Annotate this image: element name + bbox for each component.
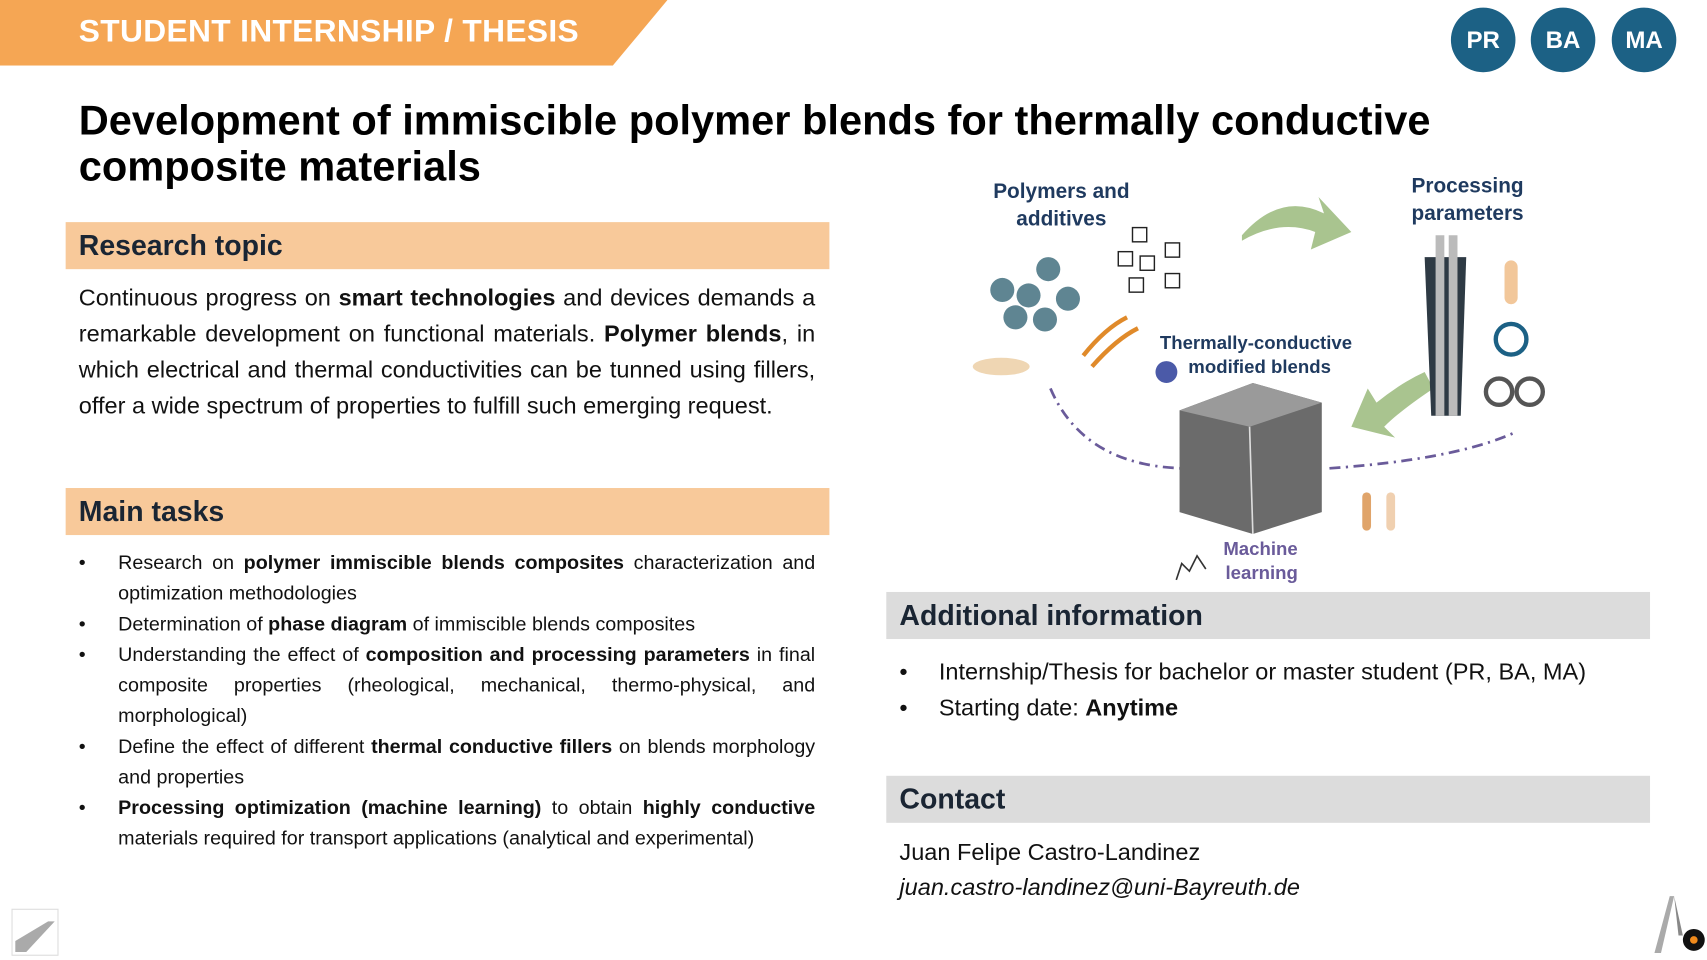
badge-ba: BA (1530, 7, 1596, 73)
contact-heading: Contact (886, 775, 1651, 823)
blend-cube-image (1179, 382, 1322, 534)
contact-name: Juan Felipe Castro-Landinez (899, 839, 1201, 866)
badge-pr: PR (1450, 7, 1516, 73)
university-logo-icon (1654, 896, 1705, 954)
stopwatch-icon (1493, 321, 1529, 357)
arrow-down-icon (1351, 372, 1434, 438)
badge-ma: MA (1611, 7, 1677, 73)
banner-title: STUDENT INTERNSHIP / THESIS (78, 14, 579, 50)
task-item: Determination of phase diagram of immisc… (79, 608, 815, 639)
contact-email[interactable]: juan.castro-landinez@uni-Bayreuth.de (899, 874, 1300, 901)
task-item: Processing optimization (machine learnin… (79, 792, 815, 853)
filler-spheres-icon (990, 257, 1080, 332)
additional-info-heading: Additional information (886, 591, 1651, 640)
extruder-icon (1424, 235, 1467, 416)
cycle-arrow-left (1049, 387, 1182, 470)
research-topic-heading: Research topic (65, 222, 830, 270)
ml-chart-icon (1175, 554, 1207, 581)
thermometer-icon (1504, 260, 1518, 305)
pellets-icon (1117, 226, 1181, 293)
platelet-icon (972, 357, 1030, 376)
page-title: Development of immiscible polymer blends… (78, 98, 1431, 191)
process-diagram (972, 196, 1546, 581)
gears-icon (1483, 376, 1546, 408)
main-tasks-list: Research on polymer immiscible blends co… (79, 547, 815, 853)
output-thermometers-icon (1362, 492, 1396, 531)
info-item: Starting date: Anytime (899, 690, 1586, 726)
arrow-right-icon (1241, 196, 1352, 250)
info-item: Internship/Thesis for bachelor or master… (899, 654, 1586, 690)
task-item: Research on polymer immiscible blends co… (79, 547, 815, 608)
additional-info-list: Internship/Thesis for bachelor or master… (899, 654, 1586, 726)
task-item: Understanding the effect of composition … (79, 639, 815, 731)
cycle-arrow-right (1329, 430, 1517, 470)
task-item: Define the effect of different thermal c… (79, 731, 815, 792)
fiber-icon (1081, 315, 1139, 369)
target-magnifier-icon (1155, 361, 1178, 383)
research-topic-text: Continuous progress on smart technologie… (78, 284, 816, 420)
main-tasks-heading: Main tasks (65, 488, 830, 536)
footer-logo-left-icon (11, 908, 59, 956)
header-banner (0, 0, 668, 66)
